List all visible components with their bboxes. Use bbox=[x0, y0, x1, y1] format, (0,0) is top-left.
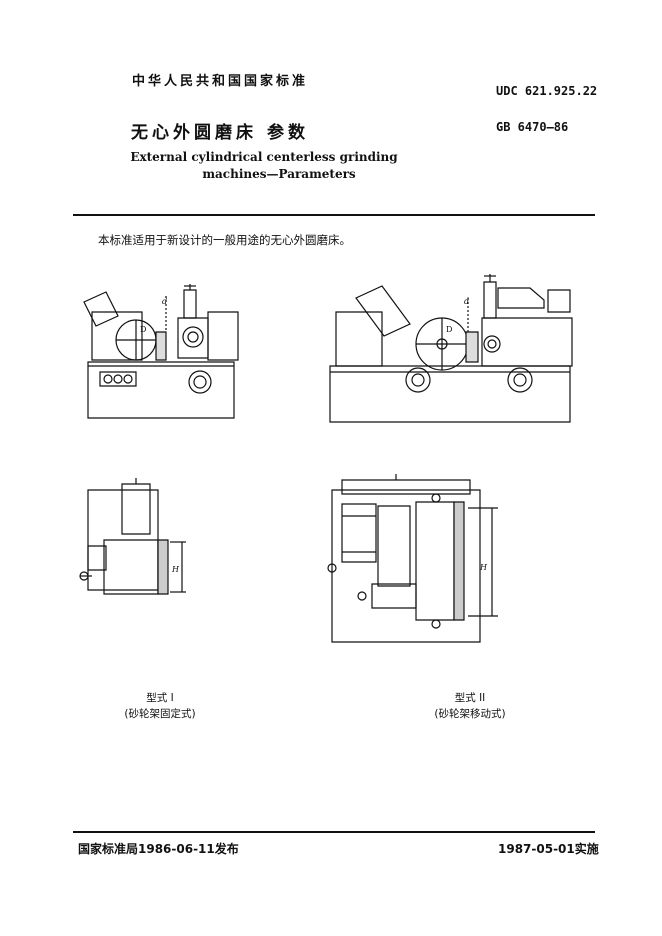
publication-notice: 国家标准局1986-06-11发布 bbox=[78, 842, 239, 856]
document-title-cn: 无心外圆磨床 参数 bbox=[131, 123, 309, 143]
type1-subcaption: (砂轮架固定式) bbox=[124, 708, 196, 720]
document-title-en-line1: External cylindrical centerless grinding bbox=[130, 150, 398, 164]
type2-diameter-d-label: d bbox=[464, 297, 469, 306]
bottom-divider bbox=[73, 831, 595, 833]
type1-caption: 型式 I bbox=[146, 692, 174, 704]
document-title-en-line2: machines—Parameters bbox=[202, 167, 356, 181]
type1-side-view-drawing: D d bbox=[78, 282, 248, 422]
type2-side-view-drawing: D d bbox=[322, 268, 574, 426]
standard-label: 中华人民共和国国家标准 bbox=[131, 74, 308, 89]
diameter-d-label: d bbox=[162, 297, 167, 306]
type2-caption: 型式 II bbox=[454, 692, 486, 704]
diameter-D-label: D bbox=[140, 325, 146, 334]
height-H-label: H bbox=[171, 565, 180, 574]
type2-height-H-label: H bbox=[479, 563, 488, 572]
udc-code: UDC 621.925.22 bbox=[496, 84, 598, 98]
type1-plan-view-drawing: H bbox=[78, 476, 190, 606]
type2-plan-view-drawing: H bbox=[322, 472, 504, 644]
top-divider bbox=[73, 214, 595, 216]
type2-diameter-D-label: D bbox=[446, 325, 452, 334]
gb-number: GB 6470—86 bbox=[496, 120, 569, 134]
scope-statement: 本标准适用于新设计的一般用途的无心外圆磨床。 bbox=[98, 233, 351, 247]
effective-date: 1987-05-01实施 bbox=[498, 842, 599, 856]
type2-subcaption: (砂轮架移动式) bbox=[434, 708, 506, 720]
